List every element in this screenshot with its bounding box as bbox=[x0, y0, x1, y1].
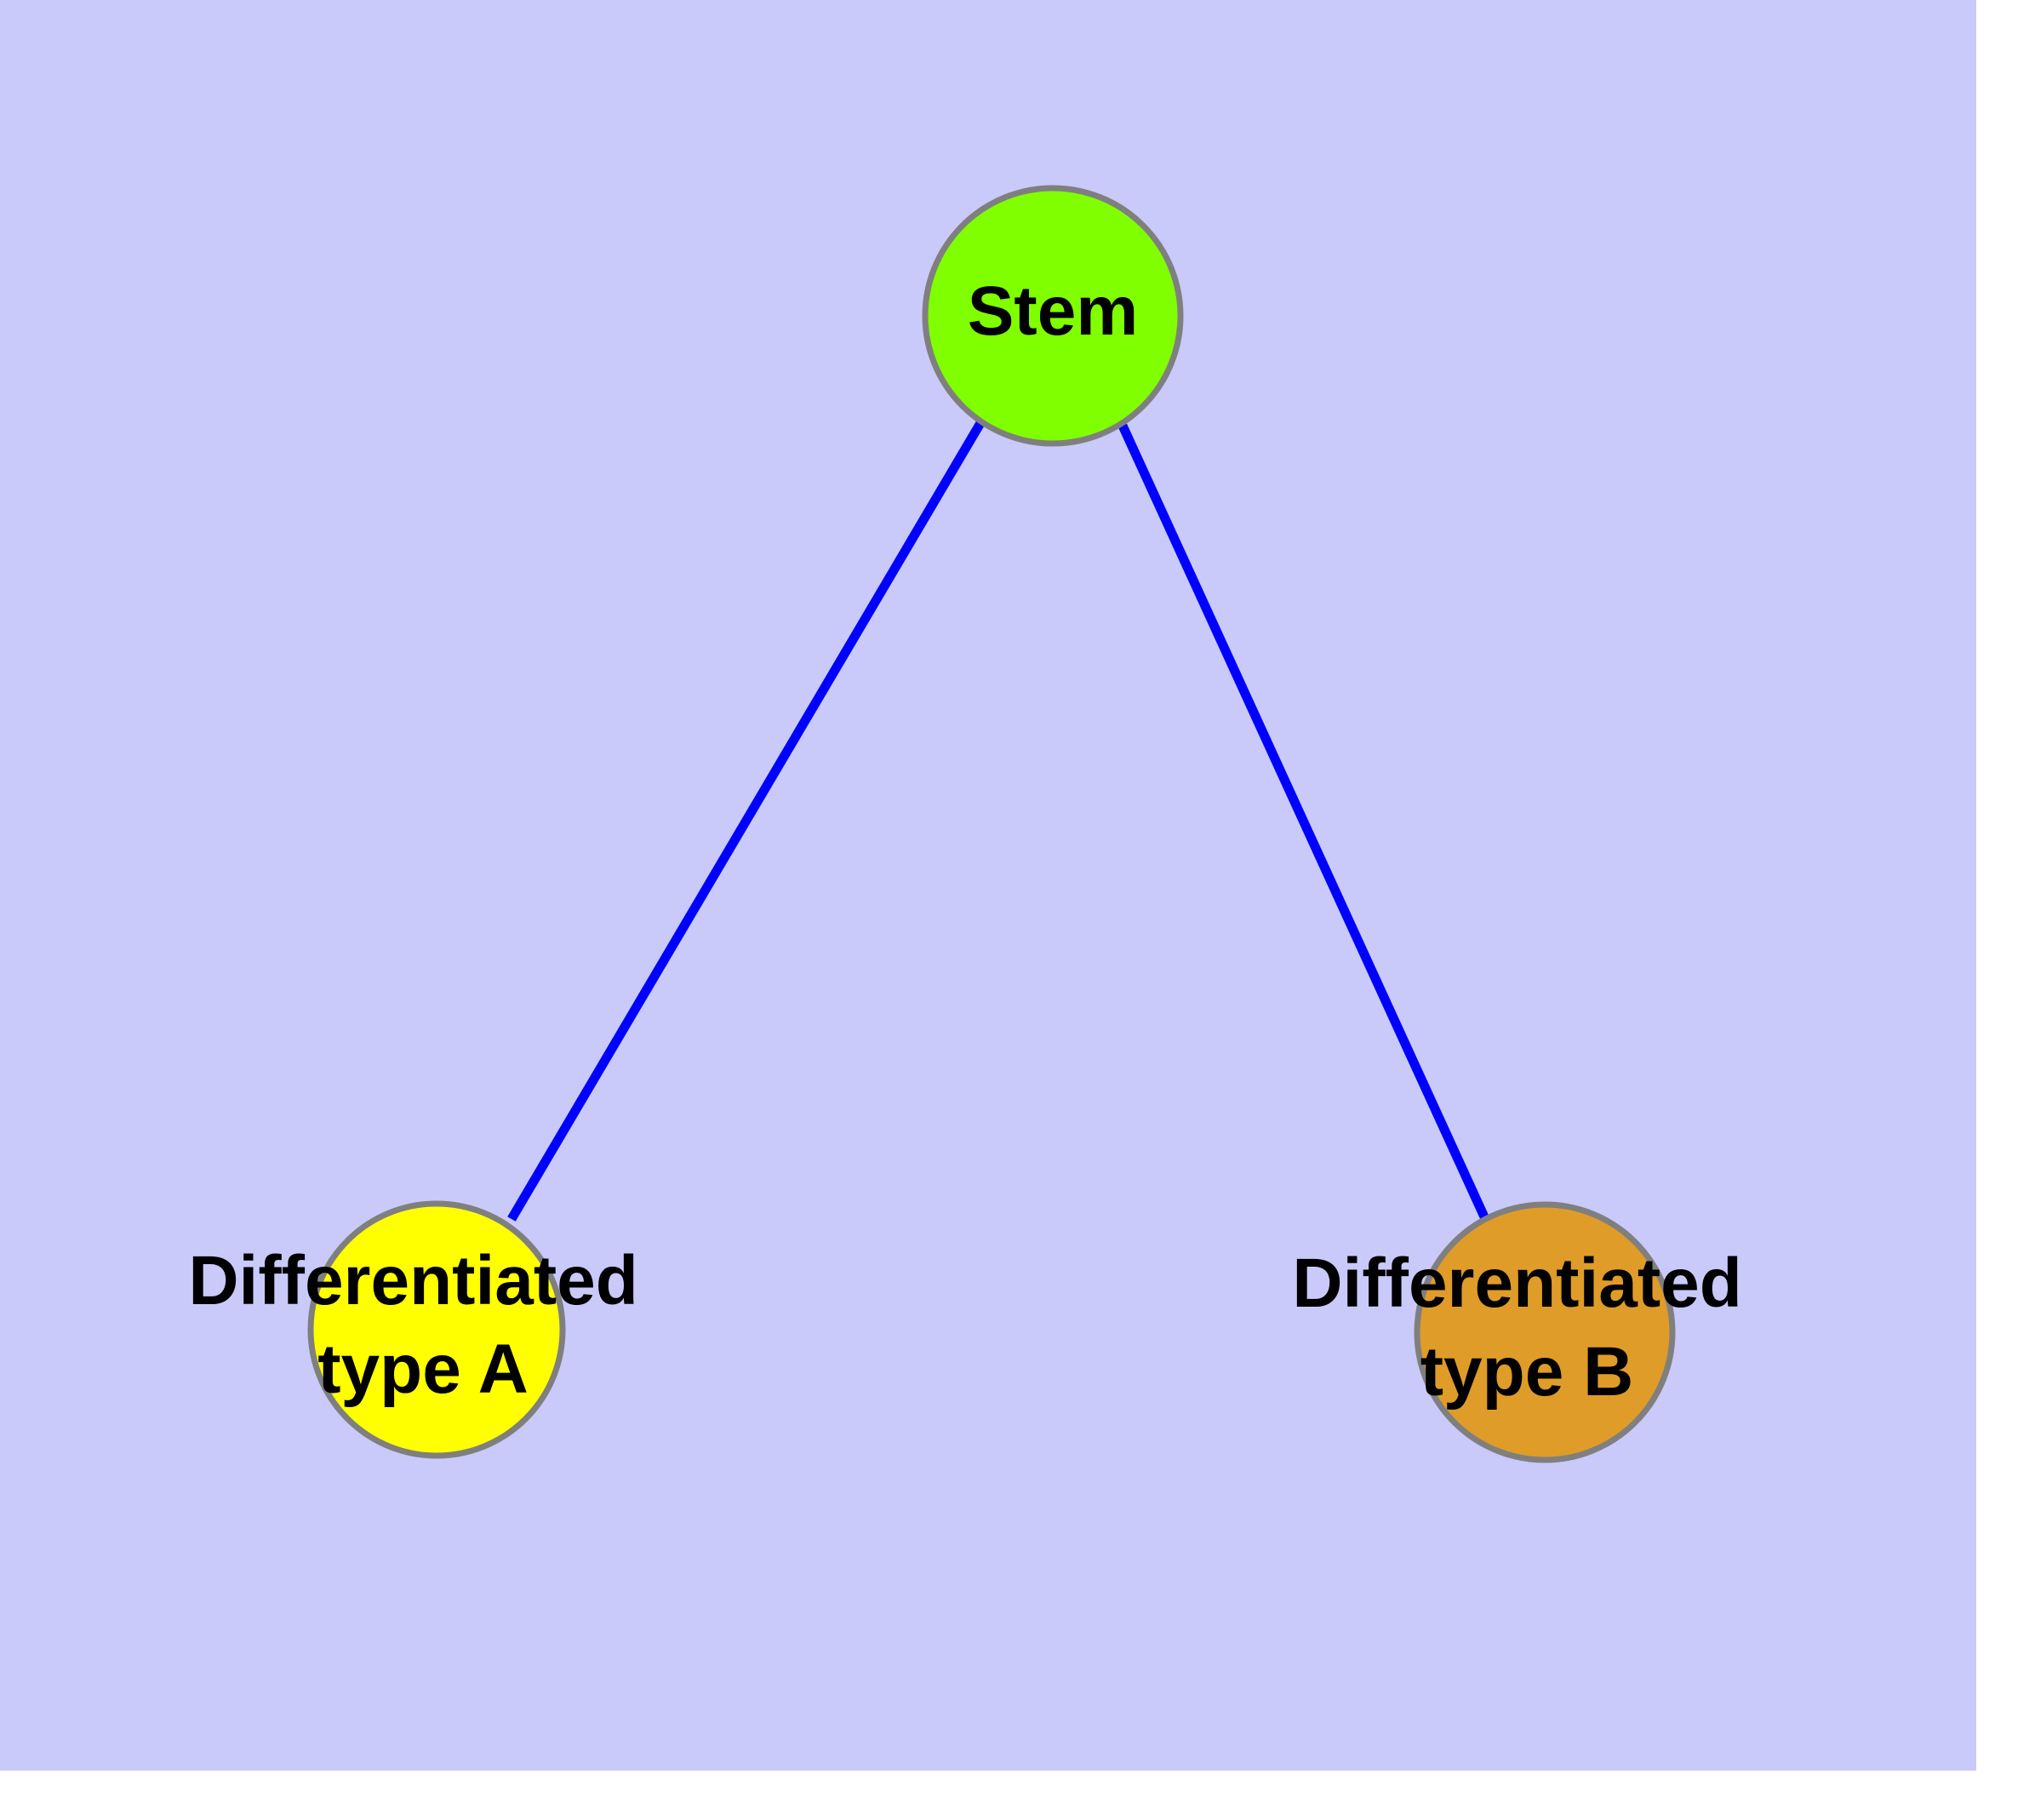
node-label-differentiated-type-a: Differentiated type A bbox=[188, 1242, 657, 1408]
node-differentiated-type-a[interactable] bbox=[307, 1200, 566, 1459]
node-label-stem: Stem bbox=[968, 272, 1139, 350]
edges-layer bbox=[507, 421, 1492, 1225]
node-label-differentiated-type-b-line-1: Differentiated bbox=[1292, 1245, 1742, 1322]
node-label-differentiated-type-a-line-1: Differentiated bbox=[188, 1242, 638, 1319]
labels-layer: Stem Differentiated type A Differentiate… bbox=[188, 272, 1761, 1411]
edge-stem-to-differentiated-type-a[interactable] bbox=[507, 421, 985, 1222]
node-label-stem-line-1: Stem bbox=[968, 272, 1139, 350]
node-label-differentiated-type-a-line-2: type A bbox=[317, 1331, 529, 1408]
nodes-layer bbox=[307, 185, 1676, 1463]
node-label-differentiated-type-b: Differentiated type B bbox=[1292, 1245, 1761, 1411]
node-differentiated-type-b[interactable] bbox=[1414, 1201, 1676, 1463]
edge-stem-to-differentiated-type-b[interactable] bbox=[1117, 423, 1492, 1225]
node-stem[interactable] bbox=[922, 185, 1184, 447]
node-label-differentiated-type-b-line-2: type B bbox=[1420, 1333, 1634, 1411]
